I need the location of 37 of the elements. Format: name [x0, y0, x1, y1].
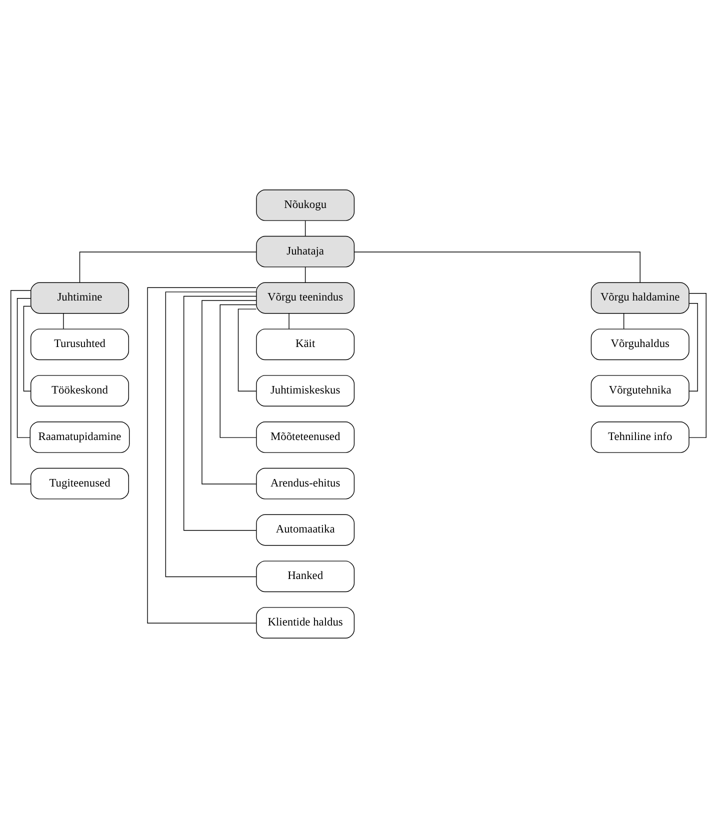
connector: [220, 304, 257, 438]
connector: [623, 313, 624, 330]
node-box: Juhtimine: [30, 282, 129, 314]
node-box: Võrguhaldus: [590, 328, 690, 360]
connector: [79, 252, 257, 283]
connector: [183, 296, 257, 531]
connector: [238, 308, 257, 392]
node-box: Tehniline info: [590, 422, 690, 453]
connector: [16, 298, 32, 438]
connector: [304, 266, 306, 283]
node-box: Mõõteteenused: [256, 422, 355, 453]
node-box: Klientide haldus: [256, 607, 355, 638]
node-box: Töökeskond: [30, 375, 129, 406]
node-box: Turusuhted: [30, 328, 129, 360]
connector: [304, 220, 306, 236]
connector: [63, 313, 64, 330]
connector: [165, 292, 257, 578]
node-box: Käit: [256, 328, 355, 360]
node-box: Võrgu teenindus: [256, 282, 355, 314]
node-box: Võrgu haldamine: [590, 282, 690, 314]
node-box: Juhtimiskeskus: [256, 375, 355, 406]
connector: [10, 290, 32, 484]
node-box: Arendus-ehitus: [256, 468, 355, 500]
node-box: Juhataja: [256, 236, 355, 268]
node-box: Automaatika: [256, 514, 355, 546]
node-box: Võrgutehnika: [590, 375, 690, 406]
connector: [202, 300, 257, 484]
node-box: Nõukogu: [256, 190, 355, 221]
node-box: Hanked: [256, 560, 355, 592]
connector: [688, 293, 706, 438]
node-box: Tugiteenused: [30, 468, 129, 500]
node-box: Raamatupidamine: [30, 422, 130, 453]
connector: [354, 252, 640, 283]
connector: [23, 306, 32, 392]
connector: [288, 313, 290, 330]
connector: [147, 287, 257, 624]
connector: [688, 303, 698, 392]
